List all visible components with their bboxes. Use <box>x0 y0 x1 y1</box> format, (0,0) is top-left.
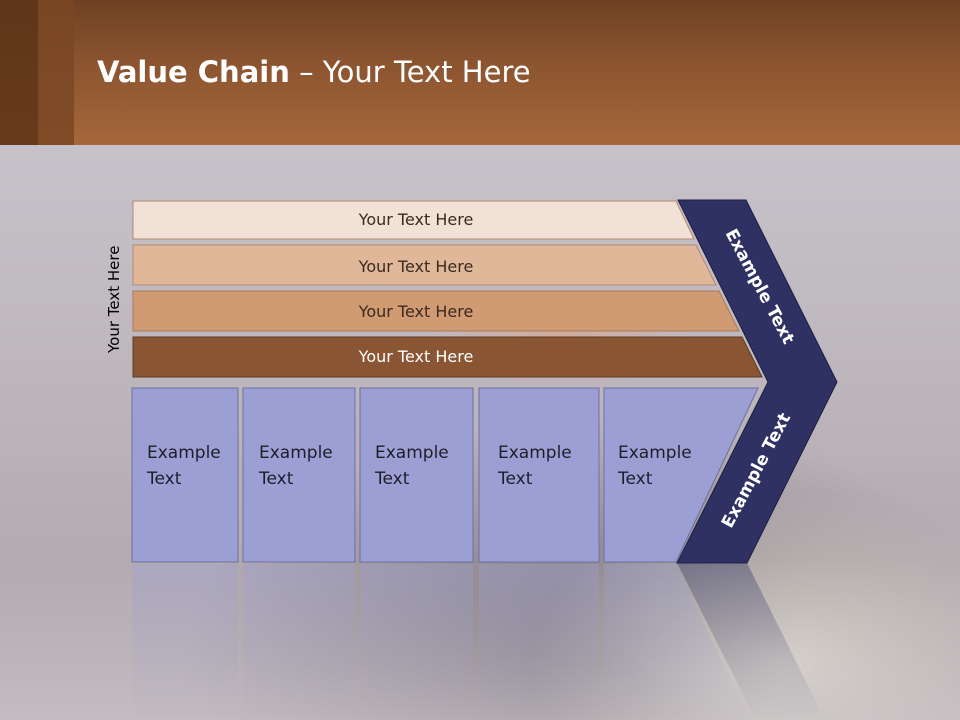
cell-shape <box>242 387 356 563</box>
cell-line1: Example <box>498 443 572 463</box>
cell-box[interactable]: Example Text <box>131 387 239 563</box>
cell-box[interactable]: Example Text <box>359 387 474 563</box>
reflection-cell <box>132 564 238 720</box>
cell-line2: Text <box>617 469 653 489</box>
reflection-chevron <box>677 563 826 720</box>
reflection-cell <box>360 564 473 720</box>
bar-label: Your Text Here <box>358 257 474 276</box>
reflection-cell <box>604 564 750 720</box>
bar-row[interactable]: Your Text Here <box>132 200 695 240</box>
bar-row[interactable]: Your Text Here <box>132 244 717 286</box>
bar-row[interactable]: Your Text Here <box>132 336 763 378</box>
reflection-cell <box>243 564 355 720</box>
bar-row[interactable]: Your Text Here <box>132 290 740 332</box>
cell-shape <box>603 387 759 563</box>
background-fade <box>0 560 960 720</box>
reflection-cell <box>479 564 599 720</box>
cell-box[interactable]: Example Text <box>603 387 759 563</box>
header-stripe <box>0 0 38 145</box>
cell-shape <box>131 387 239 563</box>
slide-title[interactable]: Value Chain – Your Text Here <box>97 55 531 89</box>
cell-box[interactable]: Example Text <box>242 387 356 563</box>
header-stripe <box>38 0 74 145</box>
cell-line2: Text <box>258 469 294 489</box>
title-bold: Value Chain <box>97 55 290 89</box>
title-bar: Value Chain – Your Text Here <box>0 0 960 145</box>
bar-shape <box>132 244 717 286</box>
cell-shape <box>359 387 474 563</box>
cell-line1: Example <box>147 443 221 463</box>
cell-shape <box>478 387 600 563</box>
cell-line1: Example <box>618 443 692 463</box>
cell-line2: Text <box>497 469 533 489</box>
cell-line2: Text <box>374 469 410 489</box>
diagram-reflection <box>132 563 826 720</box>
chevron-shape <box>676 199 838 564</box>
bar-label: Your Text Here <box>358 210 474 229</box>
bar-label: Your Text Here <box>358 302 474 321</box>
cell-line1: Example <box>375 443 449 463</box>
bar-shape <box>132 290 740 332</box>
cell-box[interactable]: Example Text <box>478 387 600 563</box>
cell-line2: Text <box>146 469 182 489</box>
bar-shape <box>132 336 763 378</box>
title-rest: – Your Text Here <box>289 55 531 89</box>
cell-line1: Example <box>259 443 333 463</box>
bar-label: Your Text Here <box>358 347 474 366</box>
bar-shape <box>132 200 695 240</box>
